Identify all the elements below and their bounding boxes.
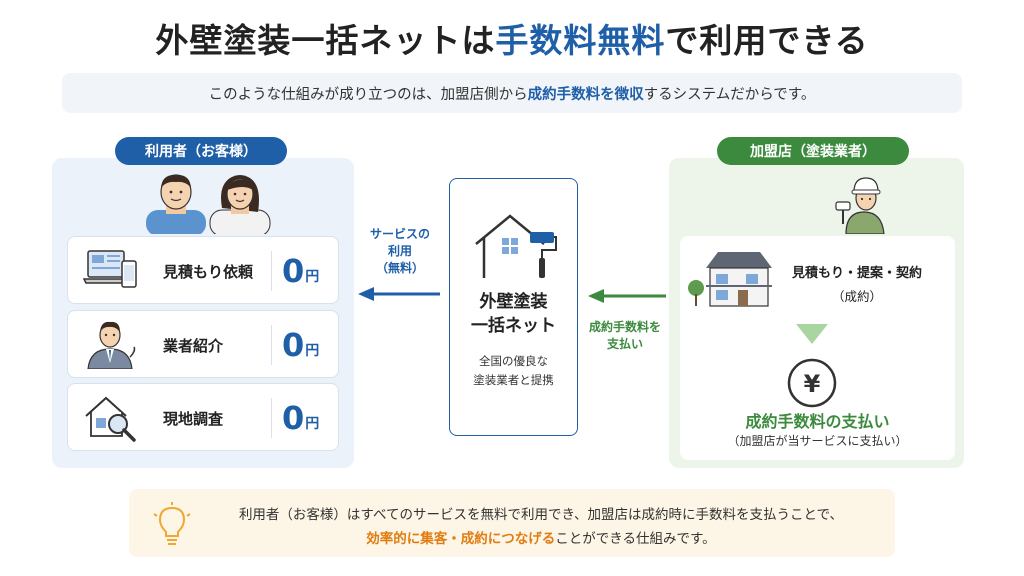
service-label: 見積もり依頼 — [163, 262, 254, 281]
arrow-label-line: サービスの — [369, 227, 430, 241]
service-label: 業者紹介 — [163, 336, 224, 355]
note-highlight: 効率的に集客・成約につなげる — [366, 531, 556, 547]
title-text: 外壁塗装一括ネットは — [155, 21, 496, 60]
arrow-label-line: 利用 — [387, 244, 412, 258]
customers-couple-icon — [146, 174, 271, 234]
member-shop-badge: 加盟店（塗装業者） — [717, 137, 909, 165]
note-line: 効率的に集客・成約につなげることができる仕組みです。 — [196, 527, 886, 547]
card-divider — [271, 325, 272, 365]
platform-name: 外壁塗装 一括ネット — [449, 290, 578, 338]
platform-desc-line: 全国の優良な — [479, 354, 548, 368]
arrow-label-line: 支払い — [606, 337, 643, 351]
laptop-phone-icon — [82, 250, 137, 288]
arrow-label-line: 成約手数料を — [588, 320, 661, 334]
price-value: 0 — [282, 252, 305, 290]
arrow-label-line: （無料） — [375, 261, 424, 275]
painter-worker-icon — [835, 177, 885, 234]
left-arrow-icon — [358, 287, 440, 301]
free-service-label: サービスの 利用 （無料） — [352, 226, 448, 277]
customer-badge: 利用者（お客様） — [115, 137, 287, 165]
yen-symbol: ¥ — [804, 370, 821, 398]
fee-sub-label: （加盟店が当サービスに支払い） — [727, 434, 908, 448]
service-label: 現地調査 — [163, 409, 224, 428]
price-unit: 円 — [305, 269, 320, 285]
house-paint-roller-icon — [475, 214, 557, 278]
contract-label: 見積もり・提案・契約 — [791, 266, 922, 281]
contract-sub-label: （成約） — [831, 289, 882, 304]
platform-name-line: 外壁塗装 — [479, 292, 548, 312]
subtitle-highlight: 成約手数料を徴収 — [527, 86, 644, 103]
service-platform-box — [449, 178, 578, 436]
card-divider — [271, 398, 272, 438]
commission-arrow-icon — [588, 289, 666, 303]
note-line: 利用者（お客様）はすべてのサービスを無料で利用でき、加盟店は成約時に手数料を支払… — [238, 507, 844, 523]
commission-label: 成約手数料を 支払い — [578, 319, 672, 353]
price-unit: 円 — [305, 343, 320, 359]
subtitle-text-end: するシステムだからです。 — [643, 86, 816, 103]
card-divider — [271, 251, 272, 291]
lightbulb-icon — [153, 502, 191, 545]
house-icon — [688, 252, 772, 307]
subtitle-bar: このような仕組みが成り立つのは、加盟店側から成約手数料を徴収するシステムだからで… — [62, 73, 962, 113]
price-unit: 円 — [305, 416, 320, 432]
consultant-icon — [87, 321, 136, 369]
note-text-end: ことができる仕組みです。 — [555, 531, 716, 547]
subtitle-text: このような仕組みが成り立つのは、加盟店側から — [208, 86, 528, 103]
title-highlight: 手数料無料 — [495, 21, 666, 60]
down-triangle-icon — [796, 324, 828, 344]
platform-name-line: 一括ネット — [471, 316, 556, 336]
price-value: 0 — [282, 399, 305, 437]
title-text-end: で利用できる — [665, 21, 869, 60]
yen-coin-icon: ¥ — [787, 358, 837, 408]
platform-description: 全国の優良な 塗装業者と提携 — [449, 352, 578, 390]
page-title: 外壁塗装一括ネットは手数料無料で利用できる — [0, 14, 1024, 62]
house-magnifier-icon — [85, 396, 136, 442]
price-value: 0 — [282, 326, 305, 364]
platform-desc-line: 塗装業者と提携 — [473, 373, 554, 387]
summary-note — [129, 489, 895, 557]
fee-title: 成約手数料の支払い — [745, 412, 890, 431]
